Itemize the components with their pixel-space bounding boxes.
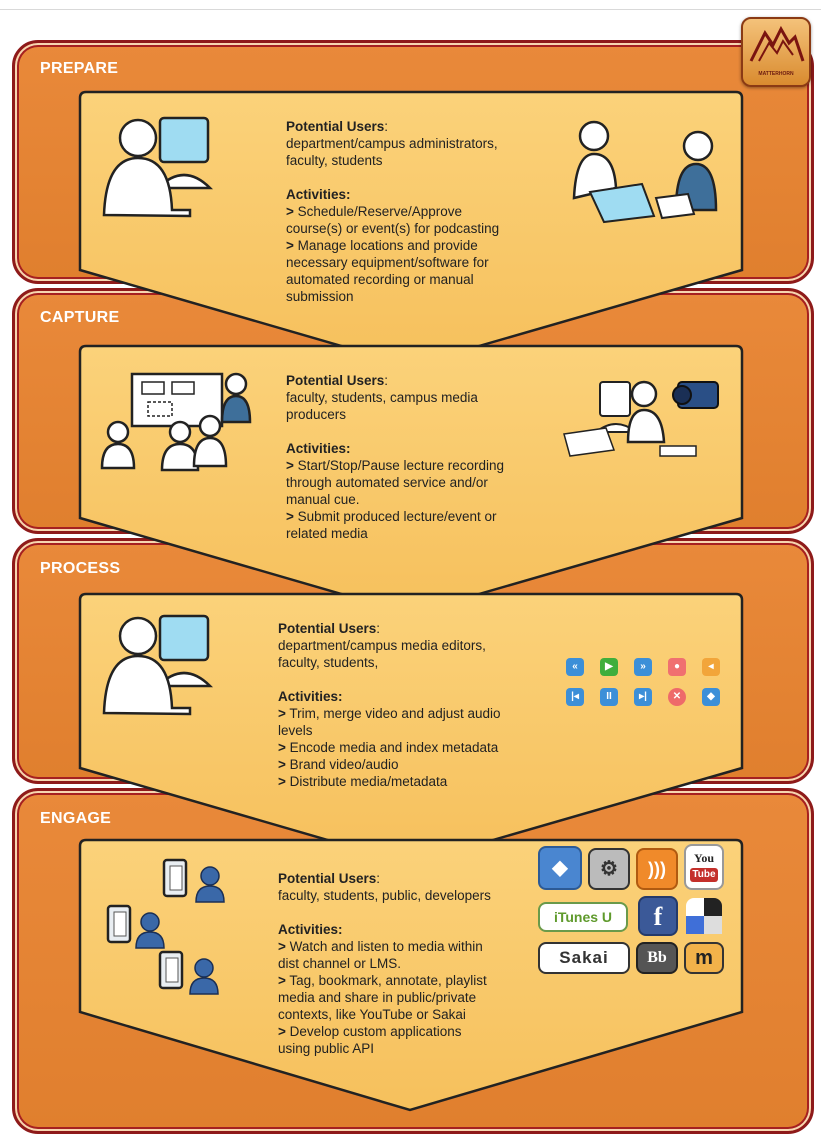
pause-icon: II [600, 688, 618, 706]
activities-heading: Activities: [286, 187, 351, 202]
bullet-arrow-icon: > [278, 757, 286, 772]
activity-line: dist channel or LMS. [278, 956, 402, 971]
sakai-badge: Sakai [538, 942, 630, 974]
activity-line: necessary equipment/software for [286, 255, 489, 270]
activity-line: Encode media and index metadata [289, 740, 499, 755]
person-at-computer-icon [102, 116, 214, 218]
stage-title-process: PROCESS [40, 560, 121, 577]
bullet-arrow-icon: > [286, 509, 294, 524]
activity-line: automated recording or manual [286, 272, 474, 287]
users-line: faculty, students, campus media [286, 390, 478, 405]
activity-line: through automated service and/or [286, 475, 488, 490]
activity-line: Tag, bookmark, annotate, playlist [289, 973, 487, 988]
bullet-arrow-icon: > [278, 1024, 286, 1039]
stop-icon: ✕ [668, 688, 686, 706]
bullet-arrow-icon: > [286, 238, 294, 253]
activity-line: Schedule/Reserve/Approve [297, 204, 463, 219]
record-icon: ● [668, 658, 686, 676]
activity-line: Brand video/audio [289, 757, 399, 772]
gears-icon: ⚙ [588, 848, 630, 890]
users-heading: Potential Users [278, 871, 377, 886]
skip-back-icon: |◂ [566, 688, 584, 706]
stage-title-engage: ENGAGE [40, 810, 112, 827]
top-divider [0, 9, 821, 10]
bullet-arrow-icon: > [286, 458, 294, 473]
media-editor-computer-icon [102, 614, 214, 716]
capture-text: Potential Users: faculty, students, camp… [286, 372, 556, 542]
bullet-arrow-icon: > [286, 204, 294, 219]
media-producer-camera-icon [563, 380, 719, 457]
users-line: producers [286, 407, 347, 422]
activity-line: Watch and listen to media within [289, 939, 483, 954]
activities-heading: Activities: [278, 922, 343, 937]
activity-line: levels [278, 723, 313, 738]
moodle-badge: m [684, 942, 724, 974]
card-prepare [78, 90, 744, 368]
tag-badge-icon: ◆ [538, 846, 582, 890]
bullet-arrow-icon: > [278, 939, 286, 954]
activity-line: Manage locations and provide [297, 238, 478, 253]
tag-icon: ◆ [702, 688, 720, 706]
activities-heading: Activities: [286, 441, 351, 456]
activity-line: media and share in public/private [278, 990, 477, 1005]
matterhorn-logo: MATTERHORN [741, 17, 811, 87]
activity-line: manual cue. [286, 492, 360, 507]
play-icon: ▶ [600, 658, 618, 676]
rewind-icon: « [566, 658, 584, 676]
delicious-icon [686, 898, 722, 934]
youtube-icon: You Tube [684, 844, 724, 890]
activity-line: Submit produced lecture/event or [297, 509, 497, 524]
activity-line: Develop custom applications [289, 1024, 462, 1039]
stage-title-prepare: PREPARE [40, 60, 119, 77]
users-line: faculty, students, [278, 655, 379, 670]
activity-line: Distribute media/metadata [289, 774, 448, 789]
lecture-classroom-icon [100, 372, 252, 472]
activity-line: Start/Stop/Pause lecture recording [297, 458, 505, 473]
logo-text: MATTERHORN [758, 71, 794, 77]
media-controls: « ▶ » ● ◂ |◂ II ▸| ✕ ◆ [566, 658, 726, 708]
users-heading: Potential Users [286, 373, 385, 388]
activities-heading: Activities: [278, 689, 343, 704]
bullet-arrow-icon: > [278, 706, 286, 721]
activity-line: related media [286, 526, 368, 541]
users-heading: Potential Users [278, 621, 377, 636]
youtube-top-label: You [693, 851, 714, 865]
users-with-computers-icon [106, 858, 225, 995]
engage-text: Potential Users: faculty, students, publ… [278, 870, 540, 1057]
stage-title-capture: CAPTURE [40, 309, 120, 326]
itunes-u-badge: iTunes U [538, 902, 628, 932]
activity-line: submission [286, 289, 354, 304]
rss-icon: ))) [636, 848, 678, 890]
skip-forward-icon: ▸| [634, 688, 652, 706]
activity-line: contexts, like YouTube or Sakai [278, 1007, 466, 1022]
fast-forward-icon: » [634, 658, 652, 676]
activity-line: course(s) or event(s) for podcasting [286, 221, 500, 236]
blackboard-badge: Bb [636, 942, 678, 974]
bullet-arrow-icon: > [278, 740, 286, 755]
two-people-meeting-icon [572, 120, 718, 224]
users-line: faculty, students [286, 153, 383, 168]
youtube-bottom-label: Tube [690, 868, 718, 882]
process-text: Potential Users: department/campus media… [278, 620, 554, 790]
users-line: department/campus administrators, [286, 136, 498, 151]
bullet-arrow-icon: > [278, 973, 286, 988]
activity-line: Trim, merge video and adjust audio [289, 706, 501, 721]
activity-line: using public API [278, 1041, 375, 1056]
bullet-arrow-icon: > [278, 774, 286, 789]
prepare-text: Potential Users: department/campus admin… [286, 118, 546, 305]
users-line: department/campus media editors, [278, 638, 486, 653]
users-heading: Potential Users [286, 119, 385, 134]
facebook-icon: f [638, 896, 678, 936]
volume-icon: ◂ [702, 658, 720, 676]
users-line: faculty, students, public, developers [278, 888, 491, 903]
